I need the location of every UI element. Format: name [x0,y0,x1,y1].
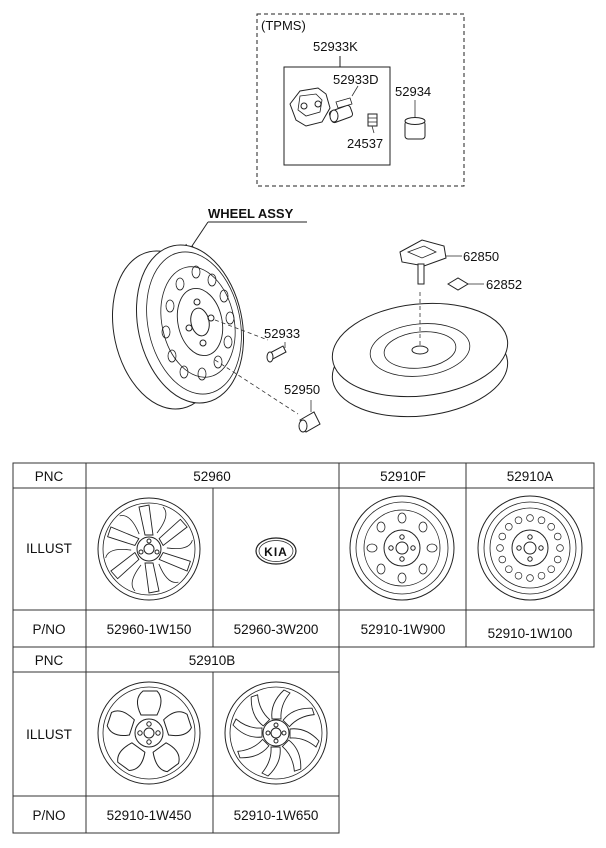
part-label-52933: 52933 [264,326,300,341]
part-label-52933K: 52933K [313,39,358,54]
row-label-pno: P/NO [32,808,65,823]
row-label-illust: ILLUST [26,541,72,556]
tpms-group: (TPMS) 52933K 52933D 24537 [256,13,465,187]
lug-nut-icon [214,359,321,433]
alloy-wheel-illustration [97,681,201,785]
pnc-52910B: 52910B [189,653,236,668]
part-label-62852: 62852 [486,277,522,292]
steel-wheel-illustration [349,495,455,601]
table-2: PNC ILLUST P/NO 52910B 52910-1W450 52910… [12,646,340,834]
alloy-wheel-illustration [224,681,328,785]
diamond-marker-icon [447,277,484,291]
tpms-sensor-box [283,66,391,166]
tpms-sensor-icon [289,87,331,127]
hub-bolt-icon [214,319,287,363]
part-label-52950: 52950 [284,382,320,397]
row-label-pnc: PNC [35,653,64,668]
pno-52910-1W650: 52910-1W650 [234,808,319,823]
steel-wheel-illustration [477,495,583,601]
row-label-pno: P/NO [32,622,65,637]
part-label-62850: 62850 [463,249,499,264]
pnc-52960: 52960 [193,469,231,484]
spare-bracket-icon [399,239,462,285]
svg-text:KIA: KIA [264,545,288,559]
row-label-pnc: PNC [35,469,64,484]
part-label-52933D: 52933D [333,72,379,87]
tpms-dashed-frame [256,13,465,187]
spare-tire-icon [331,292,509,418]
steel-wheel-icon [111,244,245,410]
tpms-valve-icon [328,85,359,124]
table-1: PNC ILLUST P/NO 52960 52910F 52910A 5296… [12,462,595,648]
pno-52960-1W150: 52960-1W150 [107,622,192,637]
kia-logo: KIA [255,537,297,565]
tpms-label: (TPMS) [261,18,306,33]
row-label-illust: ILLUST [26,727,72,742]
pno-52910-1W100: 52910-1W100 [488,626,573,641]
part-label-52934: 52934 [395,84,431,99]
tpms-cap-icon [404,100,426,140]
pnc-52910A: 52910A [507,469,554,484]
pno-52910-1W450: 52910-1W450 [107,808,192,823]
pno-52960-3W200: 52960-3W200 [234,622,319,637]
wheel-assy-group: WHEEL ASSY [111,206,522,433]
pno-52910-1W900: 52910-1W900 [361,622,446,637]
pnc-52910F: 52910F [380,469,426,484]
tpms-nut-icon [367,113,378,134]
wheel-assy-title: WHEEL ASSY [208,206,294,221]
alloy-wheel-illustration [97,497,201,601]
part-label-24537: 24537 [347,136,383,151]
